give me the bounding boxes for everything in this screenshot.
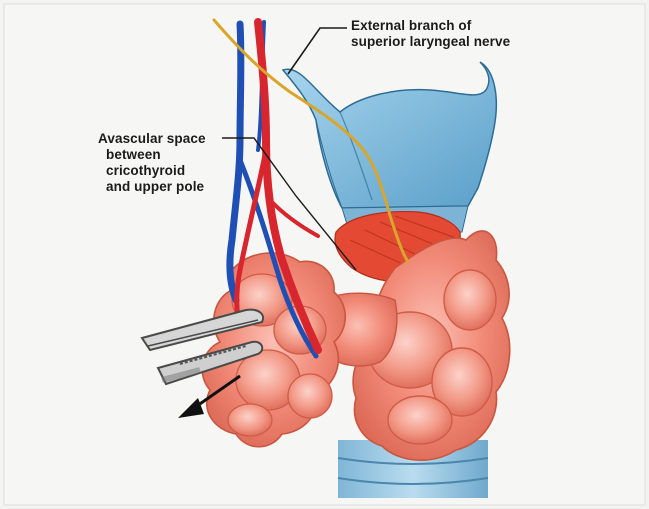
avascular-space-label-line-4: and upper pole — [98, 179, 206, 195]
avascular-space-label: Avascular space between cricothyroid and… — [98, 131, 206, 195]
nerve-label-line-2: superior laryngeal nerve — [351, 34, 510, 50]
nerve-label: External branch of superior laryngeal ne… — [351, 18, 510, 50]
avascular-space-label-line-3: cricothyroid — [98, 163, 206, 179]
nerve-label-line-1: External branch of — [351, 18, 510, 34]
avascular-space-label-line-2: between — [98, 147, 206, 163]
avascular-space-label-line-1: Avascular space — [98, 131, 206, 147]
frame — [4, 4, 645, 505]
